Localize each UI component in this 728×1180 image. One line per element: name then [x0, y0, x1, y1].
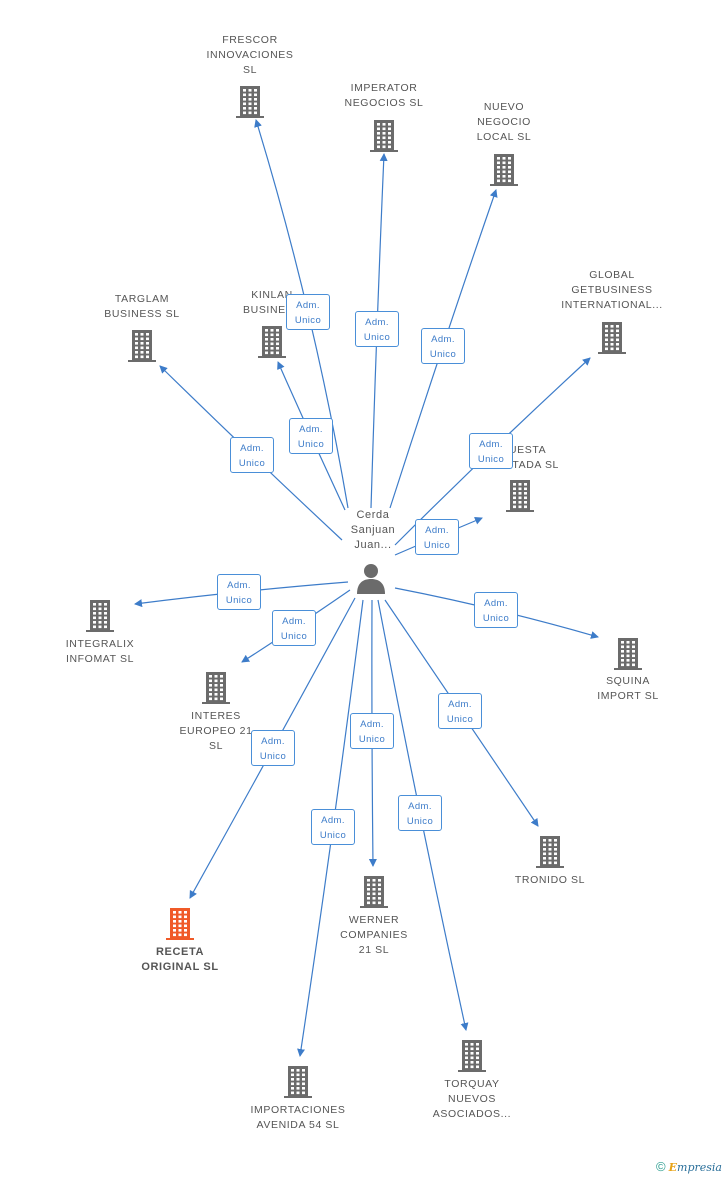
edge-label-role: Adm. [240, 443, 264, 454]
edge-label-type: Unico [406, 816, 434, 827]
edge-label-integralix[interactable]: Adm. Unico [217, 574, 261, 610]
center-person-label: Cerda Sanjuan Juan... [350, 509, 396, 551]
company-node-integralix[interactable]: INTEGRALIX INFOMAT SL [35, 637, 165, 667]
edge-label-type: Unico [423, 540, 451, 551]
edge-label-importaciones[interactable]: Adm. Unico [311, 809, 355, 845]
building-icon-integralix [86, 600, 114, 632]
edge-label-role: Adm. [360, 719, 384, 730]
edge-label-role: Adm. [479, 439, 503, 450]
edge-label-type: Unico [259, 751, 287, 762]
edge-label-squina[interactable]: Adm. Unico [474, 592, 518, 628]
edge-label-role: Adm. [408, 801, 432, 812]
edge-label-role: Adm. [282, 616, 306, 627]
footer-credit: ©Empresia [656, 1159, 722, 1174]
edge-label-role: Adm. [299, 424, 323, 435]
edge-label-role: Adm. [365, 317, 389, 328]
edge-label-type: Unico [225, 595, 253, 606]
company-node-imperator[interactable]: IMPERATOR NEGOCIOS SL [319, 81, 449, 111]
brand-logo[interactable]: Empresia [669, 1161, 722, 1174]
company-label: TARGLAM BUSINESS SL [104, 293, 180, 320]
edge-label-nuevo[interactable]: Adm. Unico [421, 328, 465, 364]
edge-label-global[interactable]: Adm. Unico [469, 433, 513, 469]
edge-label-type: Unico [477, 454, 505, 465]
company-node-nuevo[interactable]: NUEVO NEGOCIO LOCAL SL [439, 100, 569, 145]
company-node-importaciones[interactable]: IMPORTACIONES AVENIDA 54 SL [233, 1103, 363, 1133]
edge-label-frescor[interactable]: Adm. Unico [286, 294, 330, 330]
building-icon-imperator [370, 120, 398, 152]
edge-label-role: Adm. [227, 580, 251, 591]
edge-label-type: Unico [319, 830, 347, 841]
copyright-icon: © [656, 1159, 666, 1174]
edge-label-role: Adm. [261, 736, 285, 747]
edge-label-role: Adm. [296, 300, 320, 311]
building-icon-tronido [536, 836, 564, 868]
building-icon-squina [614, 638, 642, 670]
edge-label-kinlan[interactable]: Adm. Unico [289, 418, 333, 454]
company-label: WERNER COMPANIES 21 SL [340, 914, 408, 956]
company-node-torquay[interactable]: TORQUAY NUEVOS ASOCIADOS... [407, 1077, 537, 1122]
company-node-tronido[interactable]: TRONIDO SL [485, 873, 615, 888]
building-icon-werner [360, 876, 388, 908]
company-node-global[interactable]: GLOBAL GETBUSINESS INTERNATIONAL... [547, 268, 677, 313]
edge-label-type: Unico [446, 714, 474, 725]
edge-label-type: Unico [297, 439, 325, 450]
building-icon-global [598, 322, 626, 354]
edge-label-type: Unico [363, 332, 391, 343]
company-label: GLOBAL GETBUSINESS INTERNATIONAL... [561, 269, 663, 311]
brand-name: mpresia [677, 1161, 722, 1174]
building-icon-targlam [128, 330, 156, 362]
edge-label-torquay[interactable]: Adm. Unico [398, 795, 442, 831]
edge-label-role: Adm. [425, 525, 449, 536]
company-label: IMPORTACIONES AVENIDA 54 SL [250, 1104, 346, 1131]
company-node-squina[interactable]: SQUINA IMPORT SL [563, 674, 693, 704]
brand-initial: E [668, 1161, 678, 1174]
company-label: INTEGRALIX INFOMAT SL [65, 638, 135, 665]
building-icon-frescor [236, 86, 264, 118]
building-icon-apuesta [506, 480, 534, 512]
company-label: IMPERATOR NEGOCIOS SL [344, 82, 424, 109]
building-icon-torquay [458, 1040, 486, 1072]
company-node-frescor[interactable]: FRESCOR INNOVACIONES SL [185, 33, 315, 78]
edge-label-apuesta[interactable]: Adm. Unico [415, 519, 459, 555]
building-icon-kinlan [258, 326, 286, 358]
company-label: SQUINA IMPORT SL [597, 675, 659, 702]
edge-label-type: Unico [358, 734, 386, 745]
edge-label-tronido[interactable]: Adm. Unico [438, 693, 482, 729]
company-label: TRONIDO SL [514, 874, 586, 886]
building-icon-importaciones [284, 1066, 312, 1098]
company-node-interes[interactable]: INTERES EUROPEO 21 SL [151, 709, 281, 754]
edge-label-werner[interactable]: Adm. Unico [350, 713, 394, 749]
edge-label-receta[interactable]: Adm. Unico [251, 730, 295, 766]
building-icon-receta [166, 908, 194, 940]
building-icon-nuevo [490, 154, 518, 186]
edge-label-imperator[interactable]: Adm. Unico [355, 311, 399, 347]
person-icon [357, 564, 385, 594]
edge-label-interes[interactable]: Adm. Unico [272, 610, 316, 646]
company-node-werner[interactable]: WERNER COMPANIES 21 SL [309, 913, 439, 958]
center-person-node[interactable]: Cerda Sanjuan Juan... [318, 508, 428, 553]
building-icon-interes [202, 672, 230, 704]
edge-label-role: Adm. [484, 598, 508, 609]
company-node-receta[interactable]: RECETA ORIGINAL SL [115, 945, 245, 975]
company-node-targlam[interactable]: TARGLAM BUSINESS SL [77, 292, 207, 322]
edge-label-type: Unico [280, 631, 308, 642]
edge-label-targlam[interactable]: Adm. Unico [230, 437, 274, 473]
company-label: FRESCOR INNOVACIONES SL [206, 34, 294, 76]
edge-label-role: Adm. [448, 699, 472, 710]
company-label: INTERES EUROPEO 21 SL [179, 710, 253, 752]
edge-label-role: Adm. [431, 334, 455, 345]
edge-label-role: Adm. [321, 815, 345, 826]
edge-label-type: Unico [482, 613, 510, 624]
company-label: NUEVO NEGOCIO LOCAL SL [476, 101, 532, 143]
edge-label-type: Unico [294, 315, 322, 326]
company-label: RECETA ORIGINAL SL [141, 946, 219, 973]
company-label: TORQUAY NUEVOS ASOCIADOS... [432, 1078, 512, 1120]
edge-label-type: Unico [429, 349, 457, 360]
edge-label-type: Unico [238, 458, 266, 469]
